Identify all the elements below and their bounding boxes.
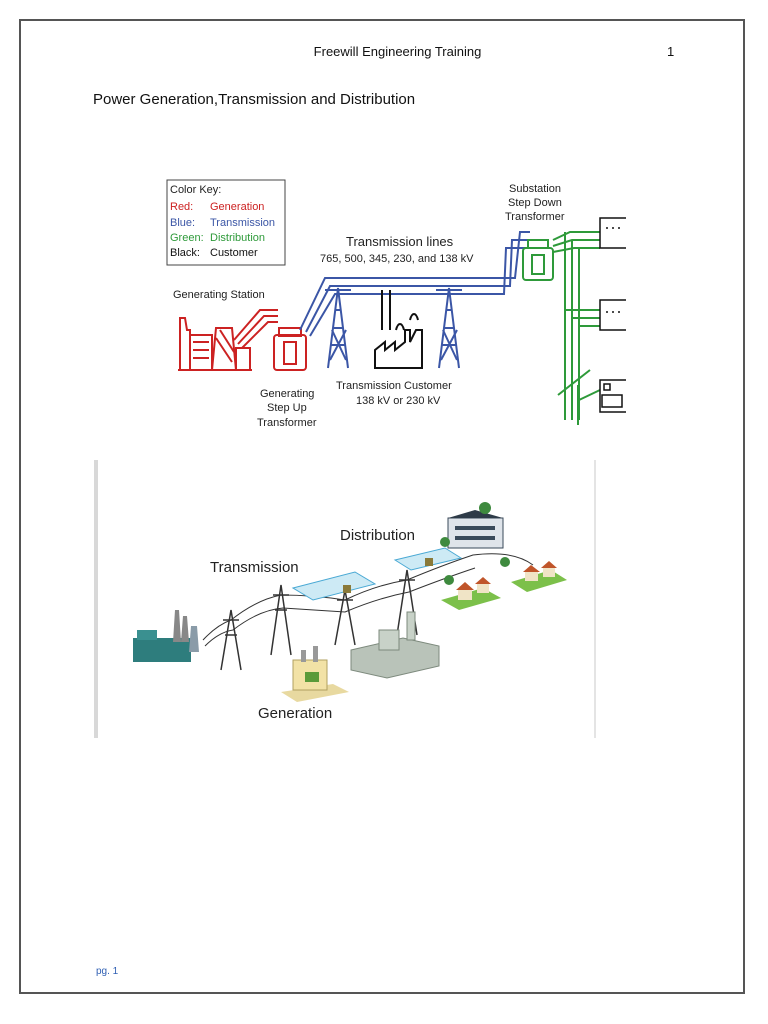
color-key-value: Transmission	[210, 217, 275, 229]
color-key-title: Color Key:	[170, 184, 221, 196]
transmission-label: Transmission	[210, 559, 299, 576]
office-building-icon	[440, 502, 504, 549]
transmission-lines-label: Transmission lines	[346, 234, 454, 249]
transmission-tower-icon	[325, 287, 351, 369]
color-key-value: Generation	[210, 201, 264, 213]
distribution-label: Distribution	[340, 527, 415, 544]
color-key-name: Blue:	[170, 217, 195, 229]
step-up-label-line: Step Up	[267, 402, 307, 414]
page-frame	[19, 19, 745, 994]
color-key-box	[166, 179, 286, 266]
step-down-transformer-icon	[522, 239, 554, 281]
transmission-customer-label: 138 kV or 230 kV	[356, 395, 441, 407]
color-key-name: Green:	[170, 232, 204, 244]
power-station-icon	[133, 610, 199, 662]
house-icon	[500, 557, 567, 592]
transmission-voltages-label: 765, 500, 345, 230, and 138 kV	[320, 253, 474, 265]
customer-building-icon	[599, 217, 626, 249]
factory-icon	[350, 611, 440, 679]
header-page-number: 1	[667, 44, 675, 59]
transmission-lines	[299, 231, 530, 337]
color-key-value: Distribution	[210, 232, 265, 244]
power-lines	[202, 553, 534, 647]
substation-label-line: Step Down	[508, 197, 562, 209]
color-key-name: Black:	[170, 247, 200, 259]
transmission-customer-label: Transmission Customer	[336, 380, 452, 392]
customer-house-icon	[599, 379, 626, 413]
transformer-icon	[343, 585, 351, 593]
generating-station-label: Generating Station	[173, 289, 265, 301]
footer-page-label: pg. 1	[96, 966, 119, 977]
customer-building-icon	[599, 299, 626, 331]
transmission-tower-icon	[436, 287, 462, 369]
color-key-value: Customer	[210, 247, 258, 259]
color-key-name: Red:	[170, 201, 193, 213]
generation-label: Generation	[258, 705, 332, 722]
substation-label-line: Substation	[509, 183, 561, 195]
power-plant-icon	[178, 309, 278, 371]
substation-label-line: Transformer	[505, 211, 565, 223]
step-up-label-line: Transformer	[257, 417, 317, 429]
header-title: Freewill Engineering Training	[313, 44, 482, 59]
step-up-transformer-icon	[273, 327, 307, 371]
house-icon	[441, 575, 501, 610]
document-title: Power Generation,Transmission and Distri…	[93, 91, 416, 108]
power-system-diagram: Color Key: Red: Generation Blue: Transmi…	[166, 179, 626, 429]
factory-icon	[374, 290, 423, 369]
generation-plant-icon	[281, 646, 349, 702]
step-up-label-line: Generating	[260, 388, 314, 400]
transformer-icon	[425, 558, 433, 566]
power-grid-illustration: Transmission Distribution Generation	[93, 460, 596, 738]
distribution-lines	[552, 231, 601, 425]
